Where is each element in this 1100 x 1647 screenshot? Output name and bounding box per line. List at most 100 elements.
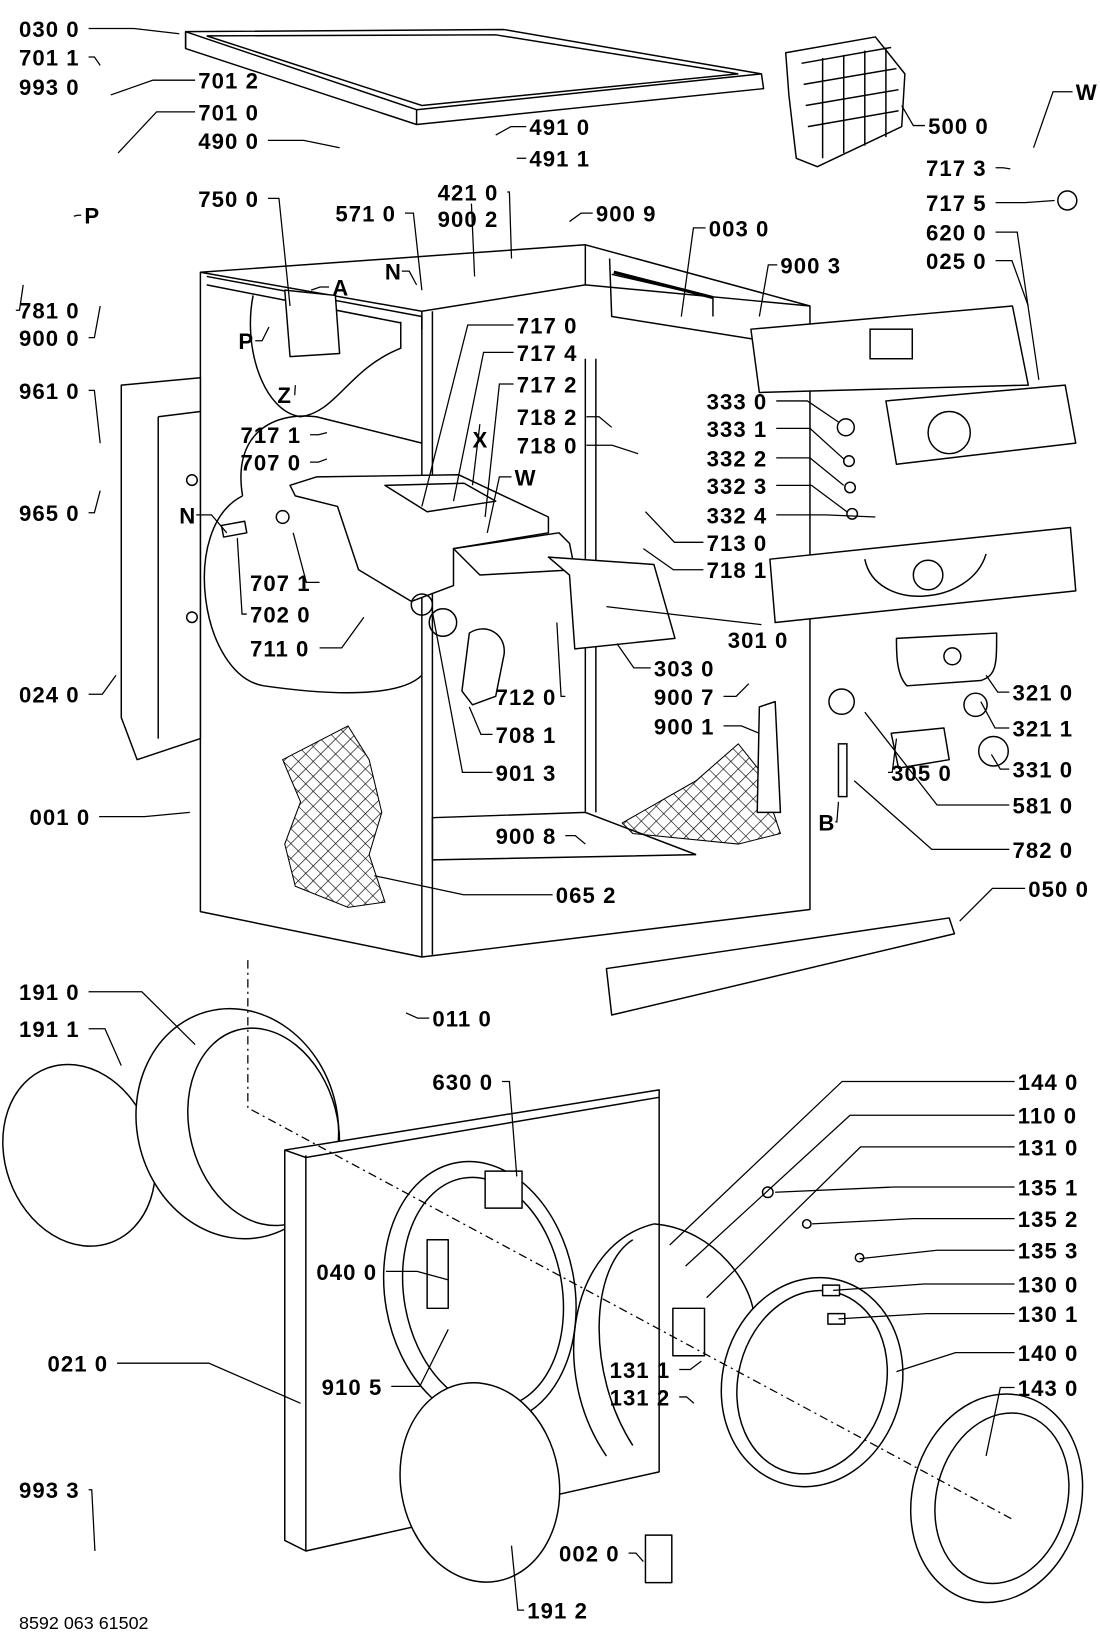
part-label: 333 0 bbox=[707, 389, 768, 414]
leader-line bbox=[386, 1270, 449, 1281]
axis-line bbox=[247, 960, 1013, 1520]
leader-line bbox=[117, 111, 196, 154]
part-label: 717 3 bbox=[926, 156, 987, 181]
part-label: 712 0 bbox=[496, 685, 557, 710]
leader-line bbox=[606, 606, 762, 626]
part-label: 301 0 bbox=[728, 628, 789, 653]
leader-line bbox=[404, 212, 423, 291]
part-label: 491 1 bbox=[529, 147, 590, 172]
part-label: 707 1 bbox=[250, 571, 311, 596]
leader-line bbox=[776, 457, 845, 486]
part-label: 581 0 bbox=[1012, 793, 1073, 818]
leader-line bbox=[310, 286, 330, 291]
part-label: 701 2 bbox=[198, 69, 259, 94]
leader-line bbox=[835, 801, 840, 823]
part-label: 135 1 bbox=[1018, 1175, 1079, 1200]
leader-line bbox=[88, 27, 180, 35]
part-label: 901 3 bbox=[496, 761, 557, 786]
part-label: 001 0 bbox=[30, 805, 91, 830]
part-label: 130 1 bbox=[1018, 1302, 1079, 1327]
part-label: 002 0 bbox=[559, 1542, 620, 1567]
part-label: 011 0 bbox=[432, 1007, 491, 1032]
part-label: 750 0 bbox=[198, 187, 259, 212]
part-label: N bbox=[179, 503, 196, 528]
part-label: 191 2 bbox=[527, 1599, 588, 1624]
leader-line bbox=[776, 514, 876, 518]
top-lid bbox=[184, 28, 765, 126]
leader-line bbox=[15, 284, 24, 311]
part-label: Z bbox=[277, 383, 292, 408]
part-label: 050 0 bbox=[1028, 877, 1089, 902]
leader-line bbox=[723, 683, 750, 697]
part-label: 900 7 bbox=[654, 685, 715, 710]
leader-line bbox=[88, 1489, 96, 1552]
part-label: P bbox=[84, 204, 100, 229]
electronic-module bbox=[784, 36, 906, 168]
part-label: P bbox=[238, 329, 254, 354]
leader-line bbox=[319, 616, 365, 649]
leader-line bbox=[88, 1028, 122, 1066]
part-label: 110 0 bbox=[1018, 1104, 1077, 1129]
detergent-dispenser bbox=[203, 289, 676, 706]
leader-line bbox=[255, 326, 270, 342]
leader-line bbox=[776, 400, 839, 423]
front-panel bbox=[284, 1089, 660, 1583]
leader-line bbox=[723, 725, 760, 734]
part-label: 900 0 bbox=[19, 326, 80, 351]
part-label: 620 0 bbox=[926, 221, 987, 246]
leader-line bbox=[431, 611, 493, 773]
leader-line bbox=[117, 1362, 301, 1404]
leader-line bbox=[679, 1360, 702, 1371]
leader-line bbox=[1032, 91, 1073, 148]
part-label: 781 0 bbox=[19, 299, 80, 324]
part-label: 491 0 bbox=[529, 115, 590, 140]
part-label: 140 0 bbox=[1018, 1341, 1079, 1366]
part-label: 718 2 bbox=[517, 405, 578, 430]
part-label: 131 2 bbox=[610, 1385, 671, 1410]
leader-line bbox=[853, 780, 1010, 850]
part-label: 900 2 bbox=[438, 207, 499, 232]
part-label: 065 2 bbox=[556, 883, 617, 908]
leader-line bbox=[995, 199, 1055, 204]
leader-line bbox=[586, 444, 639, 455]
leader-line bbox=[888, 738, 898, 773]
leader-line bbox=[812, 1217, 1015, 1225]
part-label: 030 0 bbox=[19, 17, 80, 42]
part-label: 961 0 bbox=[19, 379, 80, 404]
leader-line bbox=[405, 1012, 430, 1019]
leader-line bbox=[569, 212, 593, 223]
part-label: 717 2 bbox=[517, 372, 578, 397]
part-label: 321 1 bbox=[1012, 716, 1073, 741]
part-label: 332 4 bbox=[707, 503, 768, 528]
part-label: B bbox=[818, 810, 835, 835]
leader-line bbox=[669, 1080, 1015, 1246]
part-label: 718 1 bbox=[707, 558, 768, 583]
part-label: 708 1 bbox=[496, 723, 557, 748]
document-number: 8592 063 61502 bbox=[19, 1613, 149, 1633]
leader-line bbox=[267, 139, 340, 149]
leader-line bbox=[565, 835, 586, 845]
part-label: 131 0 bbox=[1018, 1135, 1079, 1160]
leader-line bbox=[486, 476, 512, 533]
part-label: 144 0 bbox=[1018, 1070, 1079, 1095]
leader-line bbox=[985, 1386, 1015, 1457]
part-label: 331 0 bbox=[1012, 758, 1073, 783]
leader-line bbox=[73, 214, 82, 217]
leader-line bbox=[776, 484, 848, 513]
leader-line bbox=[644, 511, 704, 543]
part-label: A bbox=[332, 275, 349, 300]
leader-line bbox=[706, 1146, 1015, 1299]
leader-line bbox=[775, 1186, 1015, 1193]
leader-line bbox=[470, 203, 476, 277]
part-label: 135 2 bbox=[1018, 1207, 1079, 1232]
leader-line bbox=[502, 1080, 518, 1177]
leader-line bbox=[864, 711, 1010, 806]
part-label: 021 0 bbox=[47, 1352, 108, 1377]
leader-line bbox=[616, 643, 651, 669]
leader-line bbox=[88, 991, 196, 1045]
leader-line bbox=[901, 105, 925, 127]
part-label: 630 0 bbox=[432, 1070, 493, 1095]
part-label: 713 0 bbox=[707, 531, 768, 556]
part-label: W bbox=[1076, 80, 1098, 105]
